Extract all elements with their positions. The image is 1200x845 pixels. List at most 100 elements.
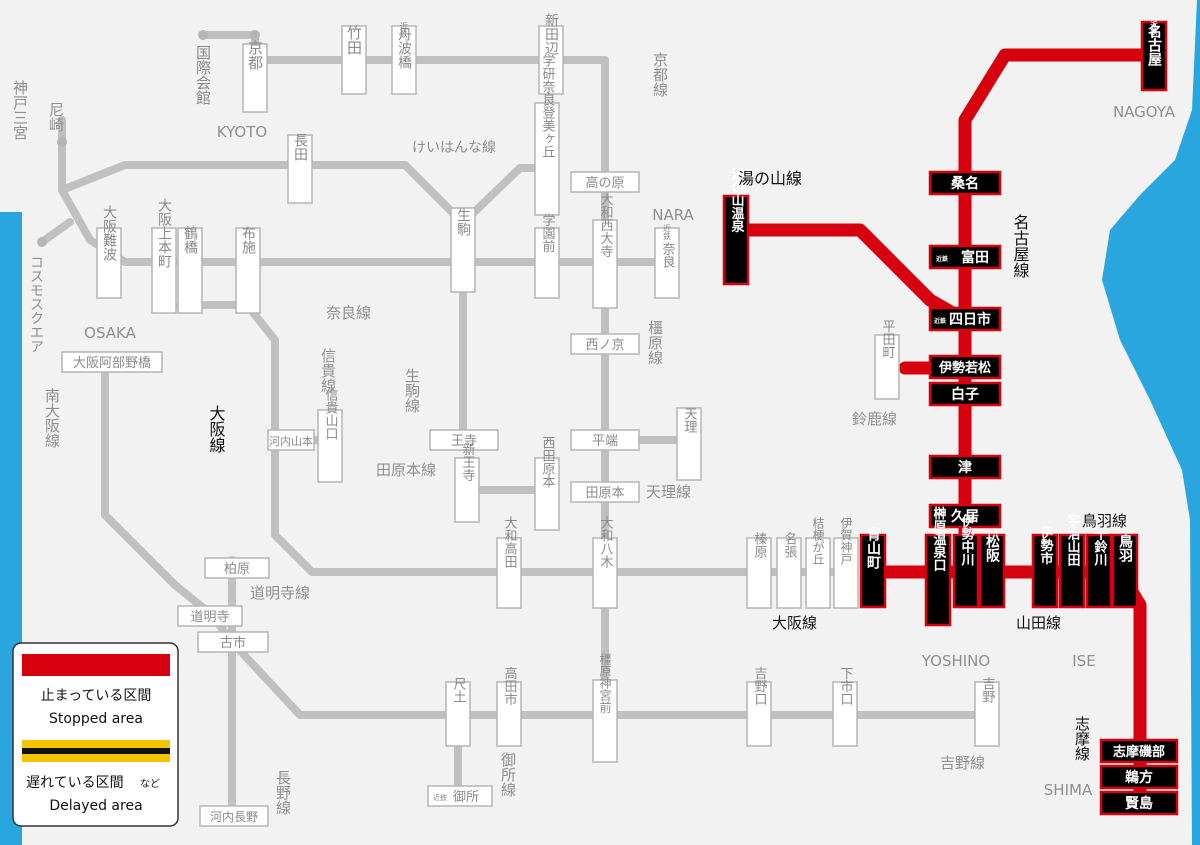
label-osaka-line-west: 大阪線 [207, 405, 226, 453]
station-ise-nakagawa[interactable]: 伊勢中川 [952, 513, 980, 609]
station-cosmosquare[interactable]: コスモスクエア [28, 255, 44, 353]
station-yamato-saidaiji[interactable]: 大和西大寺 [592, 193, 618, 309]
station-yoshinoguchi[interactable]: 吉野口 [746, 667, 772, 747]
svg-text:田原本: 田原本 [585, 486, 624, 501]
station-oji[interactable]: 王寺 [429, 429, 499, 451]
station-fuse[interactable]: 布施 [235, 226, 261, 314]
station-nabari[interactable]: 名張 [776, 531, 802, 609]
station-yamato-takada[interactable]: 大和高田 [496, 516, 522, 609]
station-sakakibara-onsenguchi[interactable]: 榊原温泉口 [924, 506, 952, 627]
legend-delayed-en: Delayed area [49, 798, 142, 814]
station-hase[interactable]: 榛原 [746, 532, 772, 609]
station-ikoma[interactable]: 生駒 [450, 207, 476, 293]
station-kobe-sannomiya[interactable]: 神戸三宮 [11, 80, 29, 140]
svg-text:鶴橋: 鶴橋 [182, 225, 198, 254]
station-matsusaka[interactable]: 松阪 [978, 533, 1006, 609]
svg-text:賢島: 賢島 [1125, 795, 1153, 812]
station-iga-kambe[interactable]: 伊賀神戸 [833, 517, 859, 609]
legend: 止まっている区間 Stopped area 遅れている区間 など Delayed… [12, 642, 179, 827]
station-osaka-uehommachi[interactable]: 大阪上本町 [151, 198, 177, 314]
station-kikyogaoka[interactable]: 桔梗が丘 [805, 517, 831, 609]
station-yunoyama-onsen[interactable]: 湯の山温泉 [722, 167, 750, 286]
station-hiratacho[interactable]: 平田町 [874, 320, 900, 400]
station-ugata[interactable]: 鵜方 [1099, 764, 1179, 790]
label-nara-line: 奈良線 [326, 304, 371, 322]
svg-text:天理: 天理 [682, 407, 698, 433]
station-tawaramoto[interactable]: 田原本 [570, 481, 640, 503]
svg-text:新田辺: 新田辺 [543, 13, 559, 56]
station-shin-oji[interactable]: 新王寺 [454, 442, 480, 523]
station-nishitawaramoto[interactable]: 西田原本 [534, 436, 560, 531]
station-shigisanguchi[interactable]: 信貴山口 [317, 388, 343, 483]
label-tawaramoto-line: 田原本線 [376, 461, 436, 479]
svg-text:新王寺: 新王寺 [460, 442, 476, 482]
region-shima: SHIMA [1044, 781, 1093, 799]
station-osaka-abenobashi[interactable]: 大阪阿部野橋 [61, 351, 163, 373]
station-yokkaichi[interactable]: 近鉄四日市 [928, 306, 1002, 332]
station-kawachi-yamamoto[interactable]: 河内山本 [267, 429, 315, 451]
station-tenri[interactable]: 天理 [676, 407, 702, 481]
station-gakken-nara-tomigaoka[interactable]: 学研奈良登美ヶ丘 [534, 53, 560, 216]
station-takadashi[interactable]: 高田市 [496, 666, 522, 747]
station-shakudo[interactable]: 尺土 [445, 677, 471, 747]
svg-text:長田: 長田 [292, 133, 308, 161]
station-tsuruhashi[interactable]: 鶴橋 [177, 225, 203, 314]
svg-text:学研奈良登美ヶ丘: 学研奈良登美ヶ丘 [540, 53, 556, 158]
station-kashikojima[interactable]: 賢島 [1099, 790, 1179, 816]
svg-text:桑名: 桑名 [951, 175, 979, 192]
svg-text:奈良: 奈良 [660, 242, 676, 268]
region-kyoto: KYOTO [217, 123, 267, 141]
station-nishinokyo[interactable]: 西ノ京 [570, 333, 640, 355]
station-hisai[interactable]: 久居 [928, 503, 1002, 529]
station-kyoto[interactable]: 京都 [242, 40, 268, 113]
legend-stopped-swatch [22, 654, 170, 676]
svg-text:西田原本: 西田原本 [540, 436, 556, 488]
terminal-node [37, 237, 47, 247]
station-shintanabe[interactable]: 新田辺 [538, 13, 564, 95]
station-gose[interactable]: 近鉄御所 [427, 785, 493, 807]
station-iseshi[interactable]: 伊勢市 [1031, 525, 1059, 609]
station-takanohara[interactable]: 高の原 [570, 171, 640, 193]
station-ujiyamada[interactable]: 宇治山田 [1058, 513, 1086, 609]
station-tsu[interactable]: 津 [928, 454, 1002, 480]
svg-text:津: 津 [958, 459, 972, 476]
station-yamato-yagi[interactable]: 大和八木 [592, 516, 618, 609]
svg-text:尺土: 尺土 [451, 677, 467, 703]
station-kuwana[interactable]: 桑名 [928, 170, 1002, 196]
station-kashiwara[interactable]: 柏原 [204, 557, 270, 579]
svg-text:青山町: 青山町 [865, 526, 881, 570]
station-kokusai-kaikan[interactable]: 国際会館 [194, 45, 212, 105]
station-domyoji[interactable]: 道明寺 [177, 605, 243, 627]
station-toba[interactable]: 鳥羽 [1111, 533, 1139, 609]
station-yoshino[interactable]: 吉野 [974, 677, 1000, 747]
svg-text:国際会館: 国際会館 [194, 45, 212, 105]
station-nagata[interactable]: 長田 [287, 133, 313, 204]
station-gakuemmae[interactable]: 学園前 [534, 213, 560, 299]
label-yoshino-line: 吉野線 [940, 754, 985, 772]
svg-text:道明寺: 道明寺 [190, 610, 229, 625]
line-labels: 京都線 けいはんな線 奈良線 橿原線 信貴線 生駒線 大阪線 田原本線 天理線 … [43, 52, 1127, 815]
station-tomida[interactable]: 近鉄富田 [928, 244, 1002, 270]
station-aoyamacho[interactable]: 青山町 [859, 526, 887, 609]
station-shima-isobe[interactable]: 志摩磯部 [1099, 738, 1179, 764]
station-osaka-namba[interactable]: 大阪難波 [96, 205, 122, 299]
label-suzuka-line: 鈴鹿線 [852, 410, 897, 428]
station-ise-wakamatsu[interactable]: 伊勢若松 [928, 354, 1002, 380]
svg-text:平田町: 平田町 [880, 320, 896, 359]
stopped-stations: 近鉄名古屋 桑名 近鉄富田 近鉄四日市 伊勢若松 白子 津 久居 湯の山温泉 青… [722, 20, 1179, 816]
station-furuichi[interactable]: 古市 [197, 631, 269, 653]
station-hirahata[interactable]: 平端 [570, 429, 640, 451]
label-domyoji-line: 道明寺線 [250, 584, 310, 602]
station-kawachinagano[interactable]: 河内長野 [199, 805, 269, 827]
station-kashiharajingumae[interactable]: 橿原神宮前 [592, 653, 618, 763]
station-shimoichiguchi[interactable]: 下市口 [832, 667, 858, 747]
label-shima-line: 志摩線 [1073, 716, 1091, 761]
station-shiroko[interactable]: 白子 [928, 381, 1002, 407]
svg-text:丹波橋: 丹波橋 [396, 27, 412, 69]
station-isuzugawa[interactable]: 五十鈴川 [1085, 514, 1113, 609]
station-amagasaki[interactable]: 尼崎 [47, 102, 65, 132]
station-takeda[interactable]: 竹田 [341, 25, 367, 95]
